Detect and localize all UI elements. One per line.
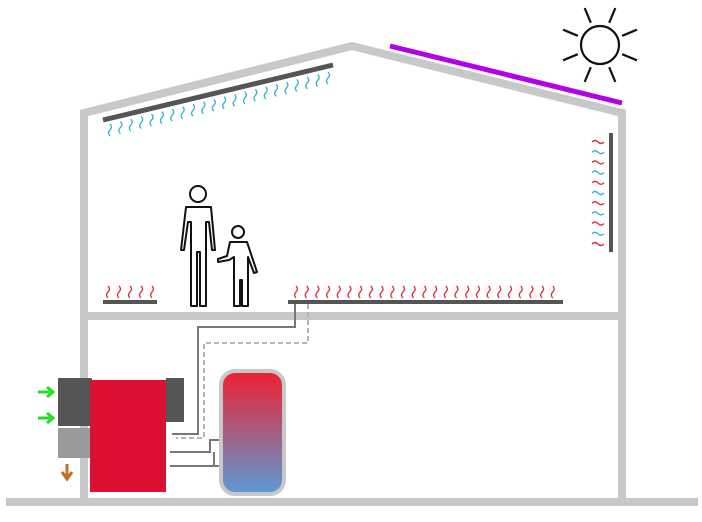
heat-wave [411,285,416,299]
burner-lower [58,428,92,458]
burner-fan [166,378,184,422]
cool-wave [591,190,605,196]
heat-wave [400,285,406,299]
arrow-right-icon [38,385,56,399]
heat-wave [497,285,502,299]
cool-wave [149,113,154,127]
sun-ray [608,7,617,24]
heat-wave [454,285,459,299]
cool-wave [294,78,300,92]
cool-wave [232,93,237,107]
wall-waves [591,139,605,247]
cool-wave [159,111,165,125]
heat-wave [422,285,427,299]
heat-wave [591,139,605,145]
heat-wave [591,180,605,185]
cool-wave [591,170,605,175]
adult-person-icon [180,185,216,307]
cool-wave [591,231,605,236]
heat-wave [379,285,384,299]
cool-wave [325,71,331,85]
heat-wave [591,221,605,226]
heat-wave [518,285,523,299]
heat-wave [358,285,363,299]
heat-wave [315,285,320,299]
cool-wave [201,101,206,115]
heat-wave [591,201,605,206]
sun-ray [562,28,579,37]
cool-wave [242,91,248,105]
heat-wave [507,285,513,299]
house-outline [80,41,626,498]
heat-wave [486,285,491,299]
heat-wave [138,285,144,299]
heat-wave [293,285,299,299]
heat-wave [591,241,605,247]
heat-wave [529,285,534,299]
arrow-right-icon [38,411,56,425]
cool-wave [118,121,123,134]
return-pipe [176,304,309,439]
heat-wave [591,160,605,165]
heat-wave [347,285,352,299]
cool-wave [211,98,216,112]
sun-icon [562,7,638,83]
cool-wave [253,88,258,102]
heat-wave [465,285,470,299]
sun-ray [621,28,638,37]
heat-wave [149,285,155,299]
heat-wave [127,285,133,299]
arrow-down-icon [60,464,74,482]
cool-wave [305,76,310,90]
cool-wave [128,118,133,132]
heat-wave [336,285,341,299]
cool-wave [107,123,113,137]
cool-wave [315,74,320,87]
heat-wave [475,285,481,299]
supply-pipe [172,304,296,435]
heat-wave [550,285,555,299]
heat-wave [390,285,395,299]
cool-wave [170,108,175,122]
heat-wave [304,285,309,299]
storage-tank [219,369,286,496]
cool-wave [273,83,279,97]
heat-wave [539,285,545,299]
boiler [90,380,166,492]
cool-wave [222,96,227,110]
heat-wave [116,285,122,299]
sun-ray [621,53,638,62]
sun-ray [608,66,617,83]
floor-heat-waves-small [105,285,155,299]
heat-wave [105,285,111,299]
heat-wave [325,285,331,299]
cool-wave [263,86,268,100]
cool-wave [190,103,196,117]
burner-body [58,378,92,426]
floor-heat-waves-large [293,285,555,299]
sun-ray [583,7,592,24]
heat-wave [432,285,438,299]
cool-wave [284,81,289,95]
solar-panel [389,43,623,106]
cool-wave [138,116,144,130]
sun-ray [583,66,592,83]
house-structure [80,41,626,498]
ceiling-cool-waves [107,71,331,137]
cool-wave [591,211,605,216]
cool-wave [180,106,185,120]
heat-wave [368,285,374,299]
child-person-icon [217,225,258,307]
sun-ray [562,53,579,62]
heat-wave [443,285,448,299]
cool-wave [591,150,605,155]
ceiling-panel [102,62,334,123]
